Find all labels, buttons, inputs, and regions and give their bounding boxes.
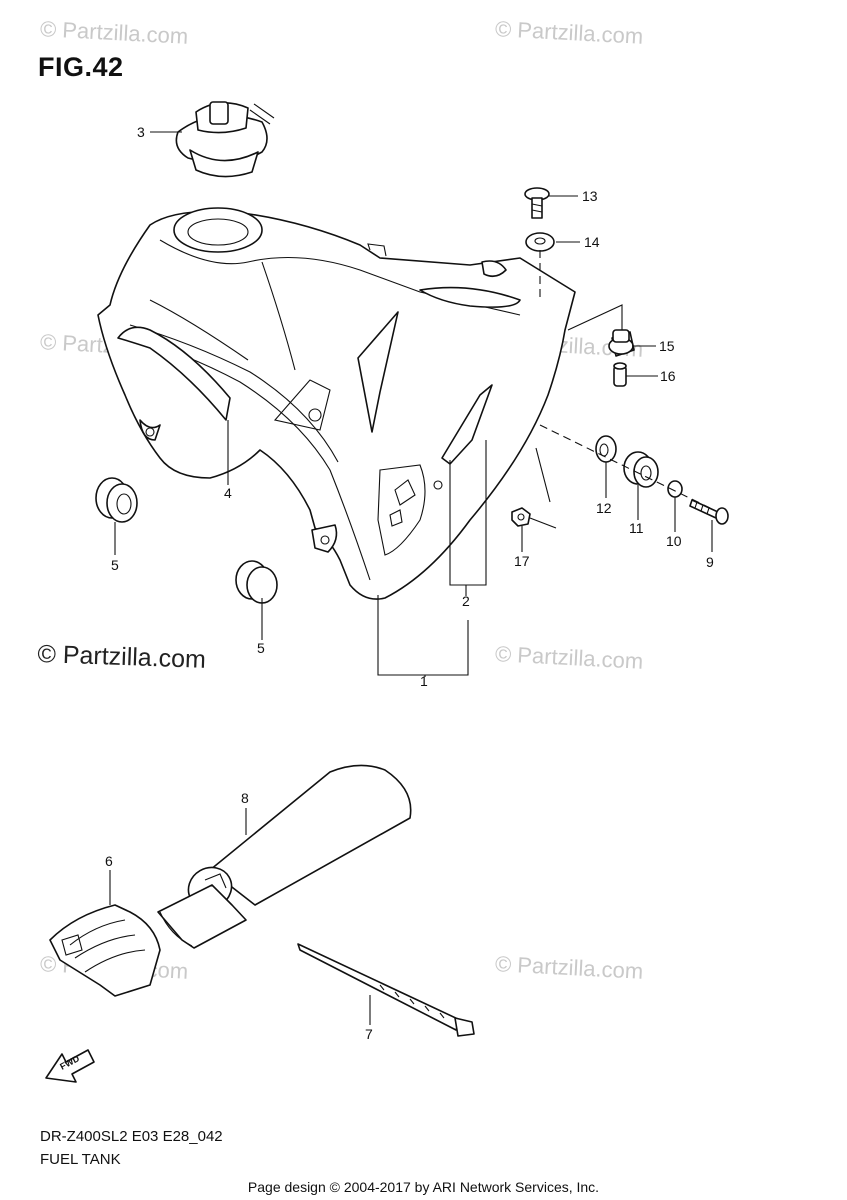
model-code: DR-Z400SL2 E03 E28_042: [40, 1128, 223, 1145]
part-collar-16[interactable]: [613, 362, 627, 387]
callout-11: 11: [629, 520, 644, 536]
part-bolt-13[interactable]: [524, 187, 550, 219]
callout-10: 10: [666, 533, 682, 549]
figure-title: FIG.42: [38, 52, 124, 82]
callout-17: 17: [514, 553, 530, 569]
part-cushion-upper[interactable]: [95, 477, 138, 523]
part-protector-tube[interactable]: [157, 764, 412, 949]
callout-15: 15: [659, 338, 675, 354]
part-decal-left[interactable]: [357, 311, 399, 433]
callout-13: 13: [582, 188, 598, 204]
part-nut-17[interactable]: [511, 507, 531, 527]
callout-4: 4: [224, 485, 232, 501]
callout-5-lower: 5: [257, 640, 265, 656]
callout-9: 9: [706, 554, 714, 570]
copyright-notice: © Partzilla.com: [37, 640, 207, 674]
callout-1: 1: [420, 673, 428, 689]
part-cushion-15[interactable]: [608, 329, 635, 357]
part-fuel-tank[interactable]: [97, 207, 576, 600]
callout-7: 7: [365, 1026, 373, 1042]
callout-2: 2: [462, 593, 470, 609]
section-name: FUEL TANK: [40, 1151, 121, 1168]
part-cushion-11[interactable]: [623, 451, 659, 488]
fwd-arrow-icon: FWD: [45, 1049, 95, 1083]
leader-lines: [109, 131, 713, 1025]
page-design-credit: Page design © 2004-2017 by ARI Network S…: [247, 1179, 600, 1195]
part-washer-14[interactable]: [525, 232, 555, 252]
part-cable-tie[interactable]: [297, 943, 475, 1037]
callout-5-upper: 5: [111, 557, 119, 573]
callout-16: 16: [660, 368, 676, 384]
callout-6: 6: [105, 853, 113, 869]
assembly-line-mount: [539, 424, 711, 509]
callout-3: 3: [137, 124, 145, 140]
part-bolt-9[interactable]: [689, 499, 729, 525]
part-decal-right[interactable]: [441, 384, 493, 465]
callout-8: 8: [241, 790, 249, 806]
callout-14: 14: [584, 234, 600, 250]
part-clamp[interactable]: [49, 904, 161, 997]
assembly-bracket-right: [567, 304, 623, 331]
callout-12: 12: [596, 500, 612, 516]
part-strip[interactable]: [117, 326, 231, 421]
assembly-bracket-lower: [529, 447, 557, 529]
part-fuel-cap[interactable]: [175, 101, 275, 178]
part-cushion-lower[interactable]: [235, 560, 278, 604]
part-cushion-12[interactable]: [595, 435, 617, 463]
